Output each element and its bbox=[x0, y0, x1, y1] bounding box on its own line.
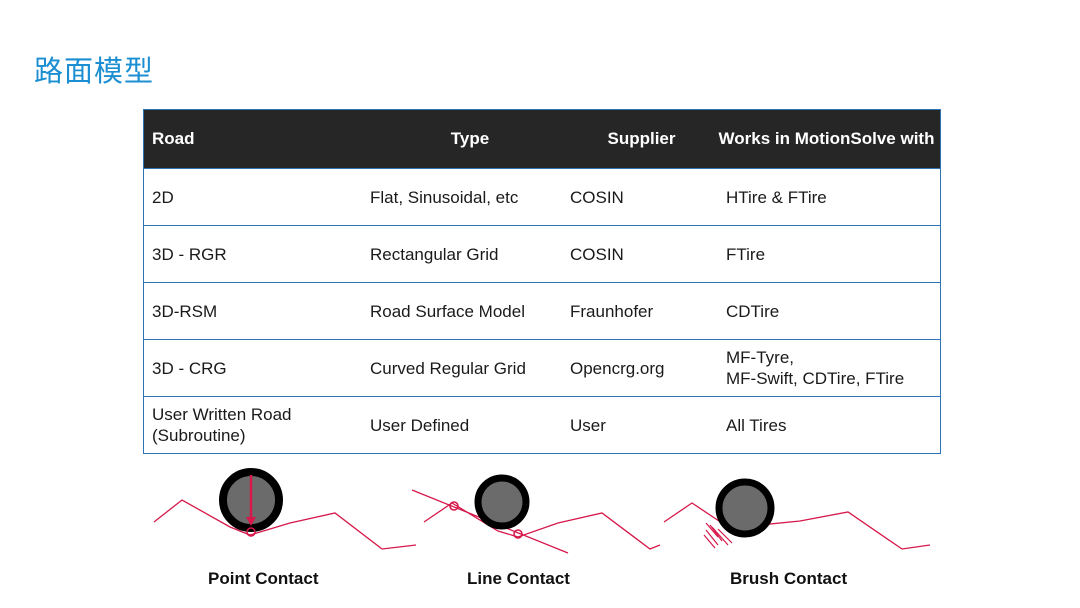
table-row: 3D - CRG Curved Regular Grid Opencrg.org… bbox=[143, 339, 941, 397]
cell-works-with: FTire bbox=[713, 225, 941, 283]
cell-road: 3D - RGR bbox=[143, 225, 370, 283]
cell-works-with: All Tires bbox=[713, 396, 941, 454]
point-contact-illustration bbox=[153, 468, 417, 550]
table-row: 3D - RGR Rectangular Grid COSIN FTire bbox=[143, 225, 941, 283]
table-row: 3D-RSM Road Surface Model Fraunhofer CDT… bbox=[143, 282, 941, 340]
cell-road: 3D - CRG bbox=[143, 339, 370, 397]
brush-contact-caption: Brush Contact bbox=[730, 569, 848, 588]
column-header-supplier: Supplier bbox=[570, 109, 713, 169]
line-contact-illustration bbox=[411, 474, 661, 554]
contact-models-diagram bbox=[153, 468, 931, 554]
tire-icon bbox=[715, 478, 775, 538]
cell-supplier: User bbox=[570, 396, 713, 454]
cell-supplier: COSIN bbox=[570, 225, 713, 283]
road-profile-line bbox=[153, 499, 417, 550]
brush-bristles-icon bbox=[703, 522, 733, 549]
road-line: User Written Road bbox=[152, 405, 292, 424]
cell-road: 2D bbox=[143, 168, 370, 226]
works-with-line: MF-Swift, CDTire, FTire bbox=[726, 369, 905, 388]
contact-point-icon bbox=[246, 527, 256, 537]
page-title: 路面模型 bbox=[34, 54, 155, 88]
contact-point-icon bbox=[513, 529, 523, 539]
point-contact-caption: Point Contact bbox=[208, 569, 319, 588]
cell-road: User Written Road (Subroutine) bbox=[143, 396, 370, 454]
column-header-type: Type bbox=[370, 109, 570, 169]
cell-type: Curved Regular Grid bbox=[370, 339, 570, 397]
cell-type: Flat, Sinusoidal, etc bbox=[370, 168, 570, 226]
table-row: User Written Road (Subroutine) User Defi… bbox=[143, 396, 941, 454]
line-contact-caption: Line Contact bbox=[467, 569, 570, 588]
road-line: (Subroutine) bbox=[152, 426, 246, 445]
cell-type: Rectangular Grid bbox=[370, 225, 570, 283]
cell-supplier: Fraunhofer bbox=[570, 282, 713, 340]
cell-works-with: CDTire bbox=[713, 282, 941, 340]
road-models-table: Road Type Supplier Works in MotionSolve … bbox=[143, 109, 941, 454]
cell-supplier: Opencrg.org bbox=[570, 339, 713, 397]
cell-works-with: MF-Tyre, MF-Swift, CDTire, FTire bbox=[713, 339, 941, 397]
column-header-road: Road bbox=[143, 109, 370, 169]
table-row: 2D Flat, Sinusoidal, etc COSIN HTire & F… bbox=[143, 168, 941, 226]
column-header-works-with: Works in MotionSolve with bbox=[713, 109, 941, 169]
arrow-head-icon bbox=[246, 517, 256, 526]
cell-works-with: HTire & FTire bbox=[713, 168, 941, 226]
cell-type: User Defined bbox=[370, 396, 570, 454]
road-profile-line bbox=[663, 502, 931, 550]
road-profile-line bbox=[423, 502, 661, 550]
cell-supplier: COSIN bbox=[570, 168, 713, 226]
table-header-row: Road Type Supplier Works in MotionSolve … bbox=[143, 109, 941, 169]
contact-point-icon bbox=[449, 501, 459, 511]
works-with-line: MF-Tyre, bbox=[726, 348, 794, 367]
brush-contact-illustration bbox=[663, 478, 931, 550]
tire-icon bbox=[474, 474, 530, 530]
cell-road: 3D-RSM bbox=[143, 282, 370, 340]
cell-type: Road Surface Model bbox=[370, 282, 570, 340]
